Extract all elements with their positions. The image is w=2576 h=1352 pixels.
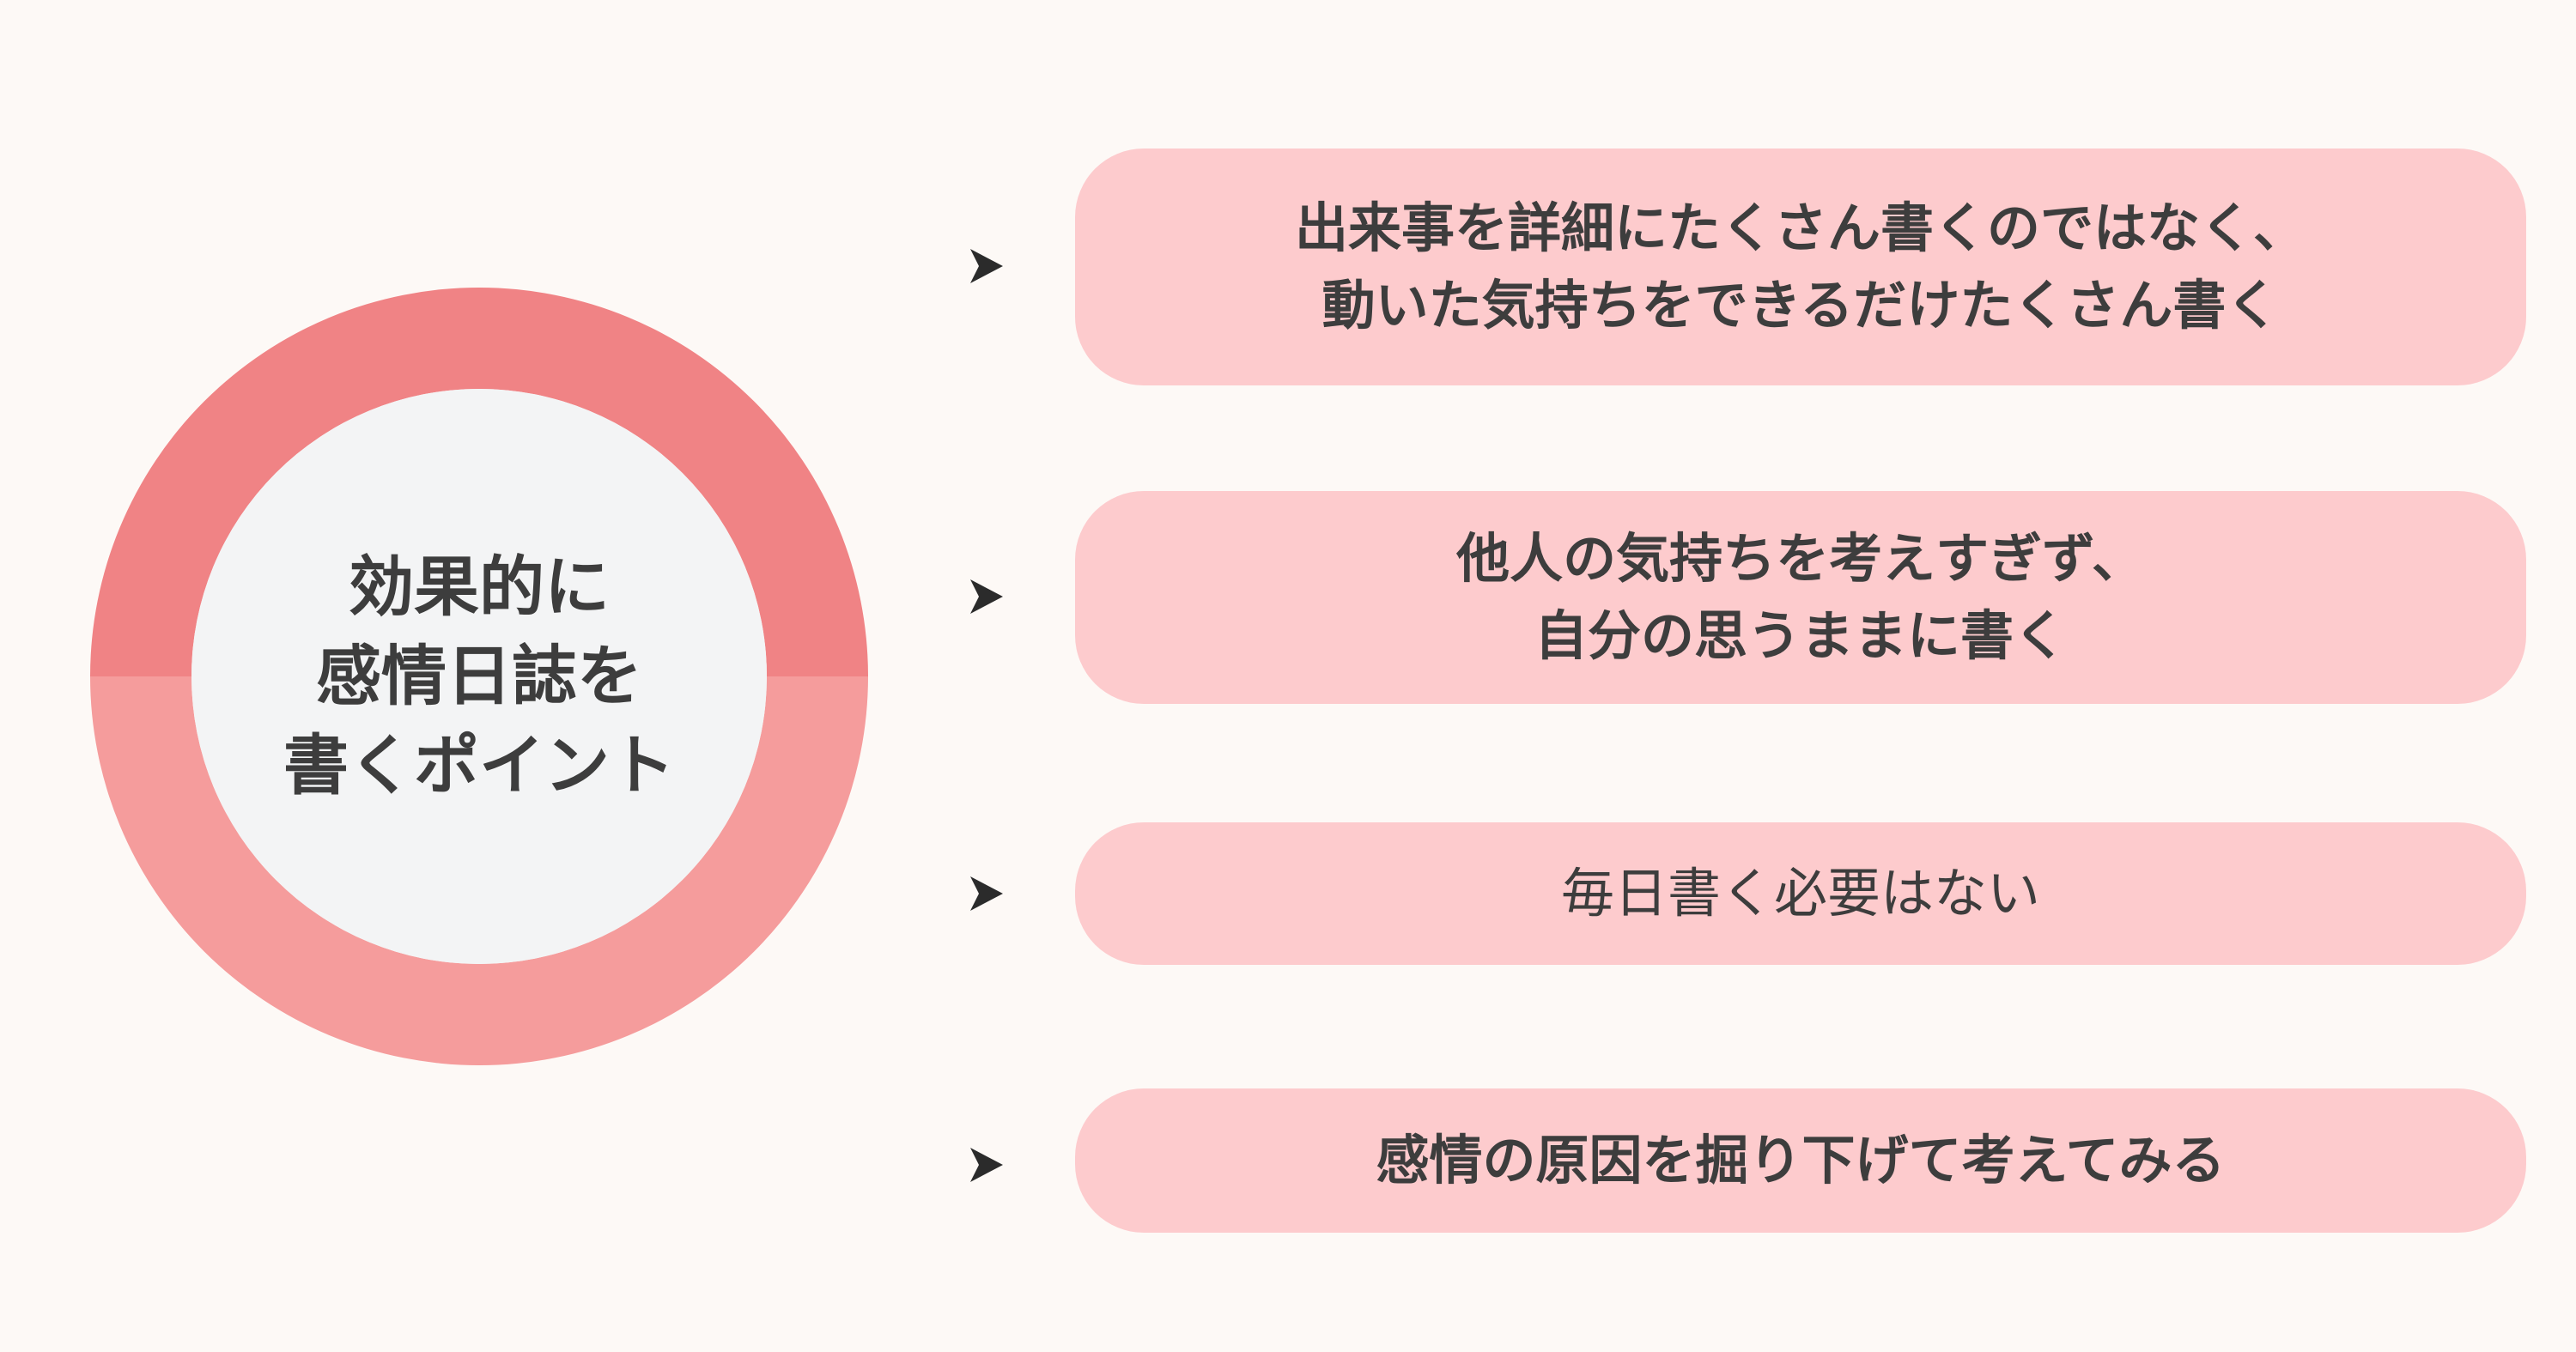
point-3-line-1: 毎日書く必要はない	[1560, 862, 2040, 925]
center-title-line-1: 効果的に	[349, 549, 610, 625]
ring-bottom-half	[90, 676, 868, 1065]
ring-top-half	[90, 288, 868, 676]
arrowhead-right-icon	[970, 1148, 1003, 1182]
point-card-1: 出来事を詳細にたくさん書くのではなく、 動いた気持ちをできるだけたくさん書く	[1075, 149, 2526, 385]
point-1-line-2: 動いた気持ちをできるだけたくさん書く	[1321, 274, 2280, 336]
point-card-2: 他人の気持ちを考えすぎず、 自分の思うままに書く	[1075, 491, 2526, 704]
point-card-3: 毎日書く必要はない	[1075, 822, 2526, 965]
center-title: 効果的に 感情日誌を 書くポイント	[90, 288, 868, 1065]
ring-graphic	[90, 288, 868, 1065]
inner-circle	[191, 389, 767, 964]
point-2-line-2: 自分の思うままに書く	[1534, 604, 2067, 667]
point-1-line-1: 出来事を詳細にたくさん書くのではなく、	[1294, 197, 2306, 259]
arrowhead-right-icon	[970, 249, 1003, 283]
arrowhead-right-icon	[970, 579, 1003, 614]
center-title-line-2: 感情日誌を	[316, 638, 642, 714]
ring-svg	[90, 288, 868, 1065]
point-2-line-1: 他人の気持ちを考えすぎず、	[1456, 527, 2145, 590]
point-card-4: 感情の原因を掘り下げて考えてみる	[1075, 1088, 2526, 1233]
arrowhead-right-icon	[970, 876, 1003, 911]
point-4-line-1: 感情の原因を掘り下げて考えてみる	[1376, 1129, 2226, 1191]
center-title-line-3: 書くポイント	[283, 727, 675, 803]
